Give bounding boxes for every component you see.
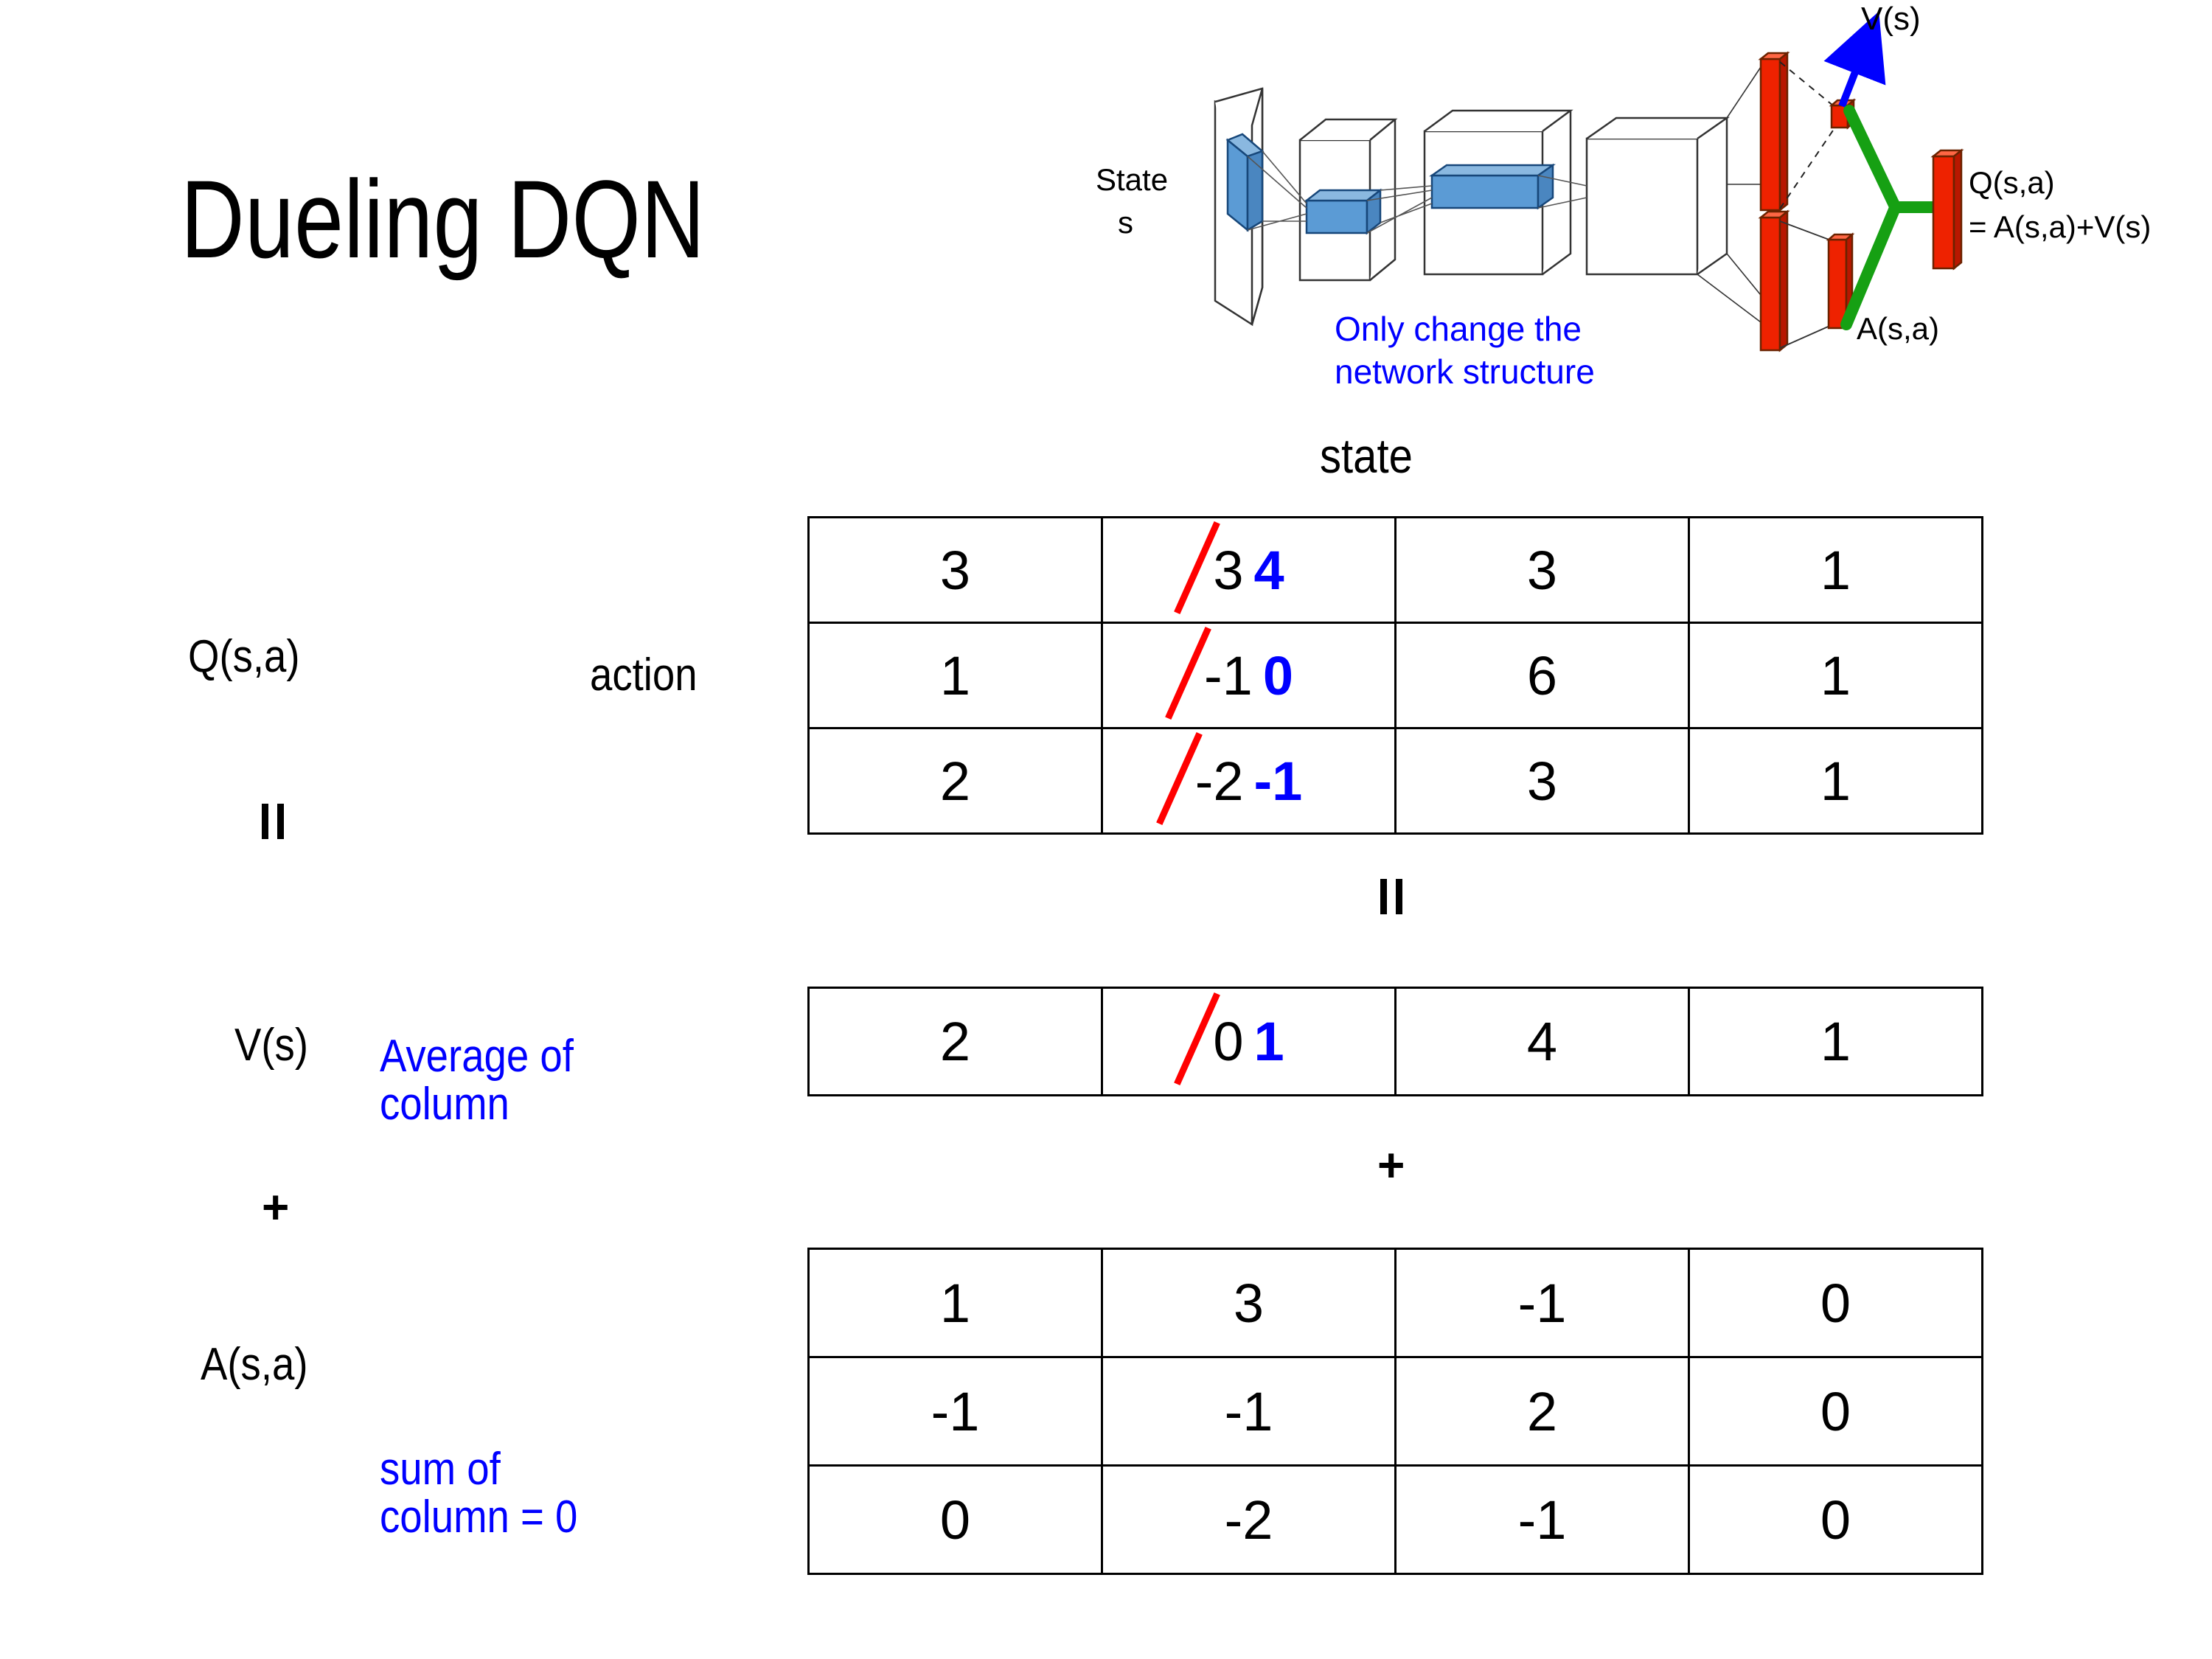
table-row: 1 -1 0 6 1 bbox=[807, 622, 1983, 729]
v-cell-c3: 1 bbox=[1688, 987, 1983, 1096]
note-v-line2: column bbox=[380, 1079, 509, 1130]
a-cell-r0c2: -1 bbox=[1394, 1248, 1690, 1358]
diagram-q-label-line2: = A(s,a)+V(s) bbox=[1969, 209, 2151, 244]
note-a-line2: column = 0 bbox=[380, 1492, 578, 1543]
v-cell-c2: 4 bbox=[1394, 987, 1690, 1096]
table-row: -1 -1 2 0 bbox=[807, 1356, 1983, 1467]
equals-sign-between-q-and-v bbox=[1380, 879, 1411, 917]
axis-label-state: state bbox=[1320, 428, 1413, 483]
table-row: 2 0 1 4 1 bbox=[807, 987, 1983, 1096]
v-cell-c1: 0 1 bbox=[1101, 987, 1397, 1096]
q-cell-r2c0: 2 bbox=[807, 727, 1103, 835]
a-cell-r0c3: 0 bbox=[1688, 1248, 1983, 1358]
q-cell-r1c1-old: -1 bbox=[1204, 644, 1253, 706]
axis-label-action: action bbox=[590, 650, 698, 700]
note-a-line1: sum of bbox=[380, 1444, 501, 1495]
label-a: A(s,a) bbox=[201, 1339, 308, 1390]
q-cell-r0c1-new: 4 bbox=[1253, 539, 1284, 601]
q-cell-r1c1: -1 0 bbox=[1101, 622, 1397, 729]
q-cell-r1c3: 1 bbox=[1688, 622, 1983, 729]
a-cell-r1c2: 2 bbox=[1394, 1356, 1690, 1467]
a-cell-r2c1: -2 bbox=[1101, 1464, 1397, 1575]
note-a-sum: sum of column = 0 bbox=[380, 1445, 577, 1541]
q-cell-r0c1-old: 3 bbox=[1213, 539, 1244, 601]
q-cell-r0c3: 1 bbox=[1688, 516, 1983, 624]
table-row: 0 -2 -1 0 bbox=[807, 1464, 1983, 1575]
dueling-network-diagram: V(s) State s Q(s,a) = A(s,a)+V(s) A(s,a)… bbox=[1091, 0, 2212, 413]
q-cell-r0c0: 3 bbox=[807, 516, 1103, 624]
q-table: 3 3 4 3 1 1 -1 0 6 1 2 -2 -1 3 1 bbox=[807, 516, 1983, 835]
a-cell-r2c2: -1 bbox=[1394, 1464, 1690, 1575]
a-cell-r1c3: 0 bbox=[1688, 1356, 1983, 1467]
table-row: 3 3 4 3 1 bbox=[807, 516, 1983, 624]
label-q: Q(s,a) bbox=[188, 631, 300, 682]
table-row: 2 -2 -1 3 1 bbox=[807, 727, 1983, 835]
diagram-note-line2: network structure bbox=[1335, 352, 1595, 391]
v-cell-c1-new: 1 bbox=[1253, 1011, 1284, 1072]
page-title: Dueling DQN bbox=[181, 157, 706, 281]
label-v: V(s) bbox=[234, 1020, 309, 1071]
diagram-q-label-line1: Q(s,a) bbox=[1969, 165, 2055, 200]
a-cell-r0c1: 3 bbox=[1101, 1248, 1397, 1358]
q-cell-r2c1: -2 -1 bbox=[1101, 727, 1397, 835]
a-cell-r2c3: 0 bbox=[1688, 1464, 1983, 1575]
q-cell-r0c1: 3 4 bbox=[1101, 516, 1397, 624]
q-cell-r1c0: 1 bbox=[807, 622, 1103, 729]
v-cell-c1-old: 0 bbox=[1213, 1011, 1244, 1072]
diagram-a-label: A(s,a) bbox=[1857, 311, 1939, 346]
diagram-state-label-line1: State bbox=[1096, 162, 1168, 197]
q-cell-r0c2: 3 bbox=[1394, 516, 1690, 624]
diagram-v-label: V(s) bbox=[1861, 1, 1921, 37]
a-cell-r0c0: 1 bbox=[807, 1248, 1103, 1358]
q-cell-r1c1-new: 0 bbox=[1262, 644, 1293, 706]
note-v-average: Average of column bbox=[380, 1032, 574, 1128]
v-cell-c0: 2 bbox=[807, 987, 1103, 1096]
equals-sign-q-decomposition bbox=[262, 804, 293, 842]
diagram-state-label-line2: s bbox=[1118, 205, 1133, 240]
table-row: 1 3 -1 0 bbox=[807, 1248, 1983, 1358]
a-cell-r1c0: -1 bbox=[807, 1356, 1103, 1467]
q-cell-r2c1-new: -1 bbox=[1253, 750, 1303, 812]
a-table: 1 3 -1 0 -1 -1 2 0 0 -2 -1 0 bbox=[807, 1248, 1983, 1575]
a-cell-r2c0: 0 bbox=[807, 1464, 1103, 1575]
diagram-note-line1: Only change the bbox=[1335, 310, 1582, 348]
plus-sign-v-a: + bbox=[262, 1180, 290, 1234]
a-cell-r1c1: -1 bbox=[1101, 1356, 1397, 1467]
q-cell-r2c3: 1 bbox=[1688, 727, 1983, 835]
q-cell-r2c2: 3 bbox=[1394, 727, 1690, 835]
q-cell-r1c2: 6 bbox=[1394, 622, 1690, 729]
q-cell-r2c1-old: -2 bbox=[1194, 750, 1244, 812]
v-table: 2 0 1 4 1 bbox=[807, 987, 1983, 1096]
plus-sign-between-v-and-a: + bbox=[1377, 1138, 1405, 1192]
note-v-line1: Average of bbox=[380, 1031, 574, 1082]
